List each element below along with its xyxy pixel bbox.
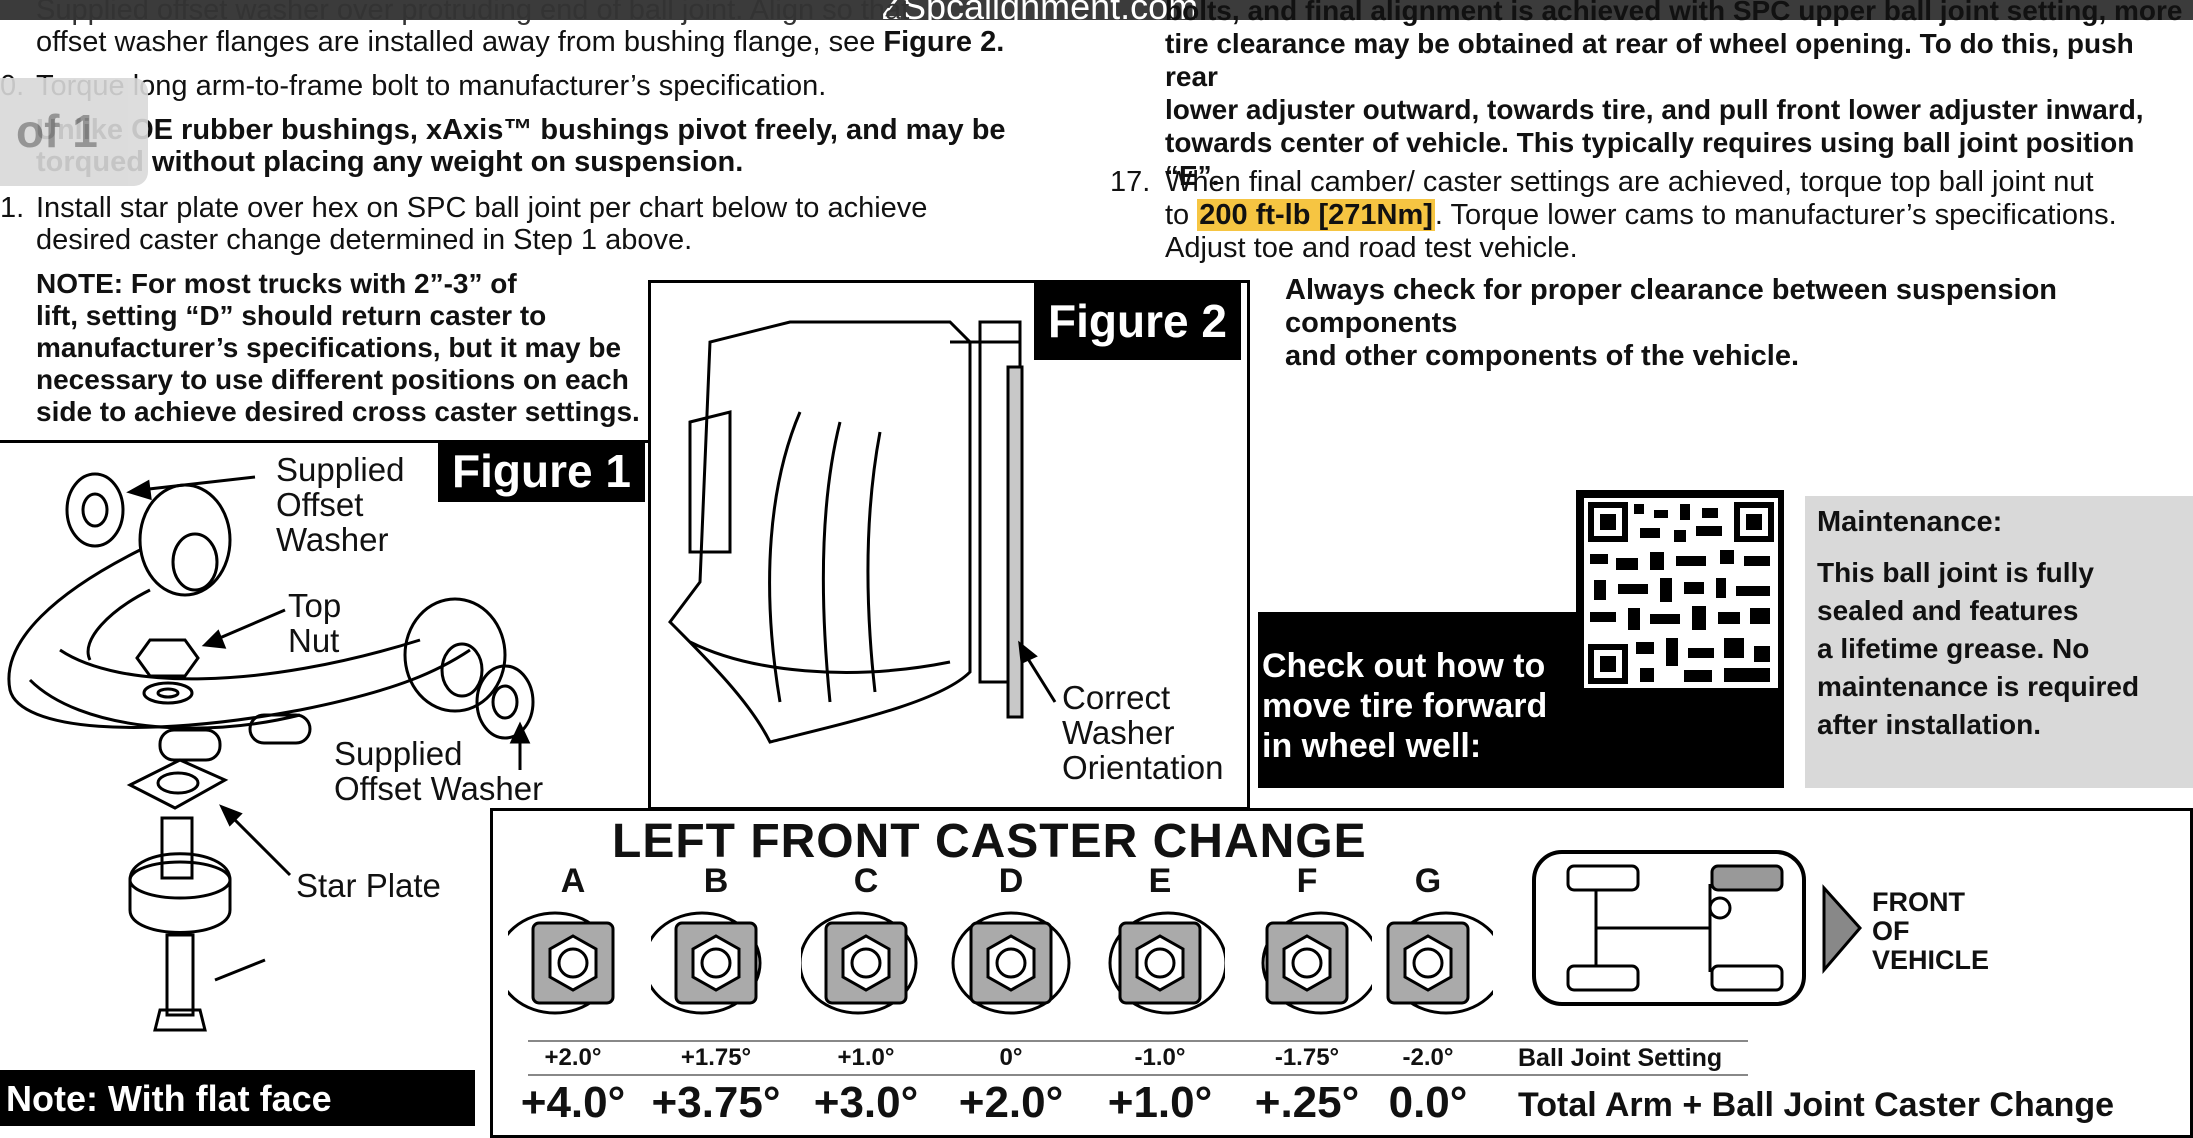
wheel-front-bottom (1710, 964, 1784, 992)
slot-2 (248, 713, 312, 745)
star-plate-position-icon (1261, 911, 1372, 1015)
star-plate-drawing (126, 758, 229, 810)
washer-2-drawing (475, 664, 535, 740)
bushing-2-drawing (403, 597, 507, 713)
bottom-note-box (0, 1070, 475, 1126)
wheel-rear-top (1566, 864, 1640, 892)
instruction-line: bolts, and final alignment is achieved w… (1165, 0, 2183, 26)
note-line-2: torqued without placing any weight on su… (36, 146, 744, 178)
torque-highlight: 200 ft-lb [271Nm] (1197, 199, 1435, 231)
position-letter: G (1414, 862, 1442, 900)
arm-body-drawing (7, 548, 471, 729)
ball-joint-washer-illustration (668, 320, 1057, 744)
qr-code[interactable] (1584, 498, 1778, 688)
instruction-line: towards center of vehicle. This typicall… (1165, 127, 2135, 191)
step-10-text: Torque long arm-to-frame bolt to manufac… (36, 70, 827, 102)
position-letter: E (1148, 862, 1172, 900)
total-caster-change-value: +3.0° (813, 1078, 919, 1127)
lift-note-line: NOTE: For most trucks with 2”-3” of (36, 268, 517, 299)
star-plate-position-icon (651, 911, 762, 1015)
lift-note-line: manufacturer’s specifications, but it ma… (36, 332, 622, 363)
step-17-line-2: to 200 ft-lb [271Nm]. Torque lower cams … (1165, 199, 2117, 231)
position-letter: F (1296, 862, 1318, 900)
site-url: ZSpcalignment.com (880, 0, 1199, 27)
left-line-a: Supplied offset washer over protruding e… (36, 0, 910, 26)
ball-joint-setting-value: 0° (999, 1044, 1023, 1071)
total-caster-change-value: 0.0° (1388, 1078, 1468, 1127)
front-direction-arrow (1822, 884, 1862, 975)
position-letter: A (560, 862, 586, 900)
figure2-label: Figure 2 (1034, 282, 1241, 360)
figure1-label: Figure 1 (438, 440, 645, 502)
wheel-front-top (1710, 864, 1784, 892)
page-indicator-label: of 1 (16, 105, 98, 157)
offset-washer-drawing (1006, 365, 1024, 719)
step-11-line-1: Install star plate over hex on SPC ball … (36, 192, 928, 224)
lift-note: NOTE: For most trucks with 2”-3” of lift… (36, 268, 640, 428)
note-line-1: Unlike OE rubber bushings, xAxis™ bushin… (36, 114, 1006, 146)
star-plate-position-icon (508, 911, 615, 1015)
figure1-top-rule (0, 440, 650, 443)
step-17-line-3: Adjust toe and road test vehicle. (1165, 232, 1578, 264)
position-letter: C (853, 862, 879, 900)
knuckle-body-drawing (668, 320, 972, 744)
ball-joint-setting-value: +1.75° (680, 1044, 752, 1071)
lift-note-line: lift, setting “D” should return caster t… (36, 300, 547, 331)
star-plate-position-icon (801, 911, 918, 1015)
total-caster-change-value: +.25° (1254, 1078, 1360, 1127)
lift-note-line: side to achieve desired cross caster set… (36, 396, 640, 427)
step-17-number: 17. (1110, 166, 1151, 198)
total-caster-change-label: Total Arm + Ball Joint Caster Change (1518, 1086, 2115, 1124)
ball-joint-setting-value: -1.0° (1134, 1044, 1186, 1071)
ball-joint-setting-label: Ball Joint Setting (1518, 1044, 1723, 1072)
page-indicator[interactable]: of 1 (0, 78, 148, 186)
callout-star-plate: Star Plate (296, 867, 441, 904)
position-letter: B (703, 862, 729, 900)
bushing-1-drawing (138, 483, 232, 597)
step-11-line-2: desired caster change determined in Step… (36, 224, 693, 256)
clearance-warning: Always check for proper clearance betwee… (1285, 274, 2058, 372)
ball-joint-setting-value: -2.0° (1402, 1044, 1454, 1071)
left-line-b: offset washer flanges are installed away… (36, 26, 1005, 58)
step-11-number: 1. (0, 192, 25, 224)
lift-note-line: necessary to use different positions on … (36, 364, 629, 395)
step-17-line-1: When final camber/ caster settings are a… (1165, 166, 2094, 198)
slot-1 (158, 728, 222, 762)
wheel-rear-bottom (1566, 964, 1640, 992)
instruction-line: lower adjuster outward, towards tire, an… (1165, 94, 2144, 125)
ball-joint-setting-value: +2.0° (544, 1044, 602, 1071)
washer-1-drawing (65, 472, 125, 548)
star-plate-position-icon (951, 911, 1071, 1015)
vehicle-top-view-diagram (1532, 850, 1862, 1006)
maintenance-box (1805, 496, 2193, 788)
star-plate-position-icon (1108, 911, 1225, 1015)
top-nut-drawing (135, 638, 200, 678)
ball-joint-stud-drawing (160, 816, 194, 880)
chart-row-divider-2 (528, 1074, 1748, 1076)
total-caster-change-value: +2.0° (958, 1078, 1064, 1127)
total-caster-change-value: +3.75° (651, 1078, 781, 1127)
position-letter: D (998, 862, 1024, 900)
right-instruction-block: bolts, and final alignment is achieved w… (1165, 0, 2193, 192)
ball-joint-setting-value: -1.75° (1274, 1044, 1340, 1071)
caster-chart-title: LEFT FRONT CASTER CHANGE (612, 815, 1367, 868)
bottom-note-text: Note: With flat face (6, 1078, 332, 1119)
total-caster-change-value: +1.0° (1107, 1078, 1213, 1127)
header-bar (0, 0, 2193, 20)
maintenance-title: Maintenance: (1817, 506, 2003, 538)
chart-row-divider (528, 1040, 1748, 1042)
ball-joint-body-drawing (128, 852, 232, 934)
ball-joint-setting-value: +1.0° (837, 1044, 895, 1071)
total-caster-change-value: +4.0° (520, 1078, 626, 1127)
instruction-line: tire clearance may be obtained at rear o… (1165, 28, 2134, 92)
star-plate-position-icon (1386, 911, 1493, 1015)
upper-control-arm-illustration (7, 472, 535, 1032)
